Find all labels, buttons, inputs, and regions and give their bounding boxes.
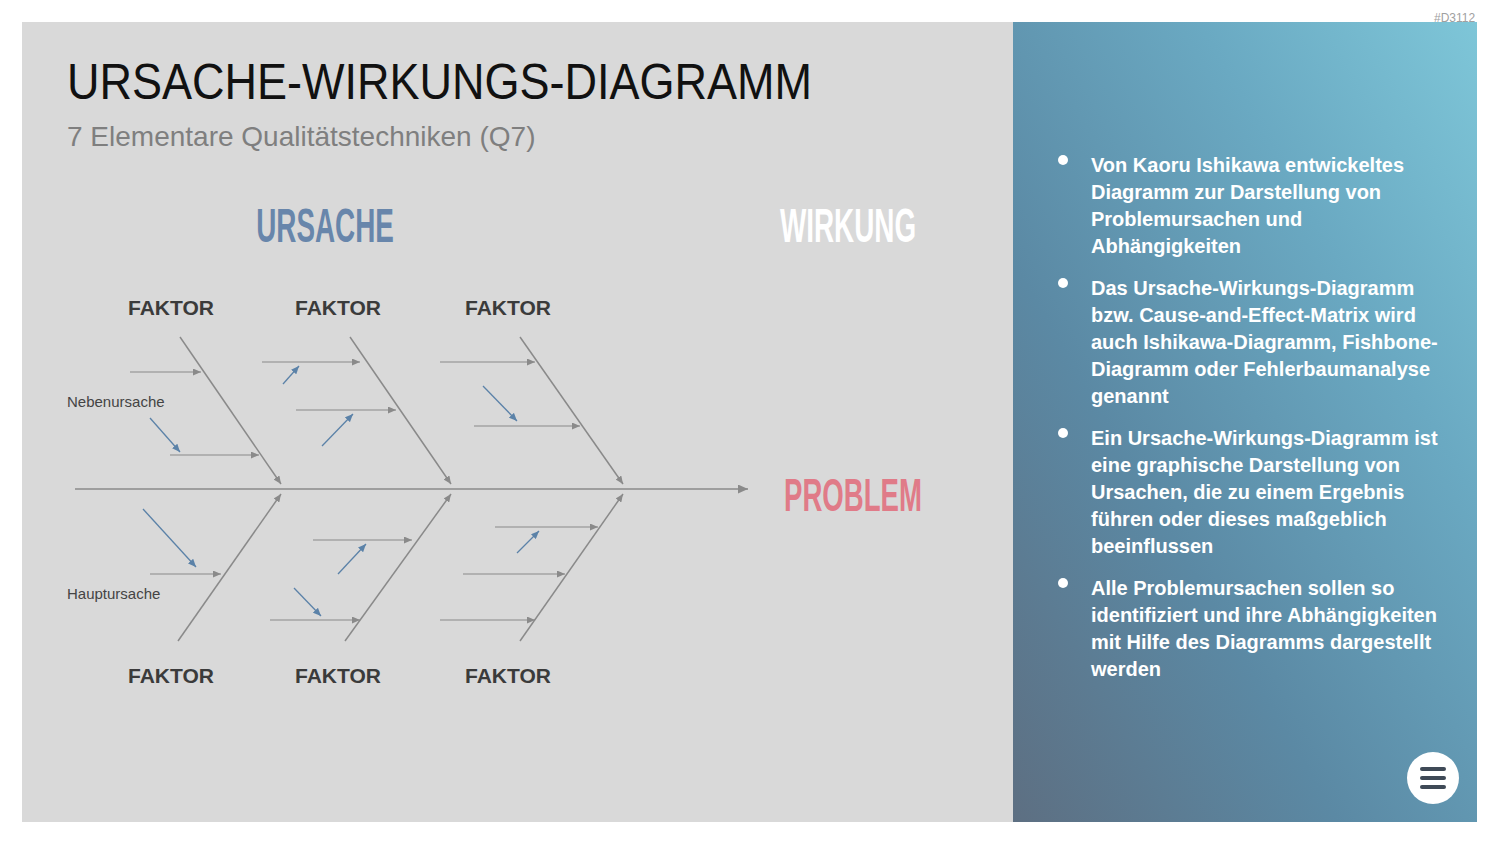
cause-arrow bbox=[313, 539, 412, 540]
sub-cause-arrow bbox=[322, 414, 353, 446]
sub-cause-arrow bbox=[483, 386, 517, 421]
bullet-dot bbox=[1058, 278, 1068, 288]
cause-arrow bbox=[170, 454, 259, 455]
menu-bar bbox=[1422, 776, 1444, 780]
factor-label: FAKTOR bbox=[465, 296, 551, 320]
info-panel: Von Kaoru Ishikawa entwickeltes Diagramm… bbox=[1013, 22, 1477, 822]
fish-spine bbox=[75, 488, 748, 490]
main-bone bbox=[345, 494, 451, 641]
sub-cause-label: Nebenursache bbox=[67, 393, 165, 410]
cause-arrow bbox=[296, 409, 396, 410]
bullet-list: Von Kaoru Ishikawa entwickeltes Diagramm… bbox=[1091, 152, 1453, 698]
menu-bar bbox=[1422, 785, 1444, 789]
cause-heading: URSACHE bbox=[256, 198, 394, 253]
bullet-text: Das Ursache-Wirkungs-Diagramm bzw. Cause… bbox=[1091, 277, 1438, 407]
cause-arrow bbox=[440, 619, 535, 620]
main-bone bbox=[520, 337, 623, 484]
bullet-dot bbox=[1058, 578, 1068, 588]
menu-bar bbox=[1422, 767, 1444, 771]
slide-title: URSACHE-WIRKUNGS-DIAGRAMM bbox=[67, 57, 812, 107]
cause-arrow bbox=[262, 361, 360, 362]
slide-subtitle: 7 Elementare Qualitätstechniken (Q7) bbox=[67, 121, 535, 153]
factor-label: FAKTOR bbox=[465, 664, 551, 688]
sub-cause-arrow bbox=[283, 366, 299, 384]
cause-arrow bbox=[270, 619, 360, 620]
factor-label: FAKTOR bbox=[128, 664, 214, 688]
bullet-item: Das Ursache-Wirkungs-Diagramm bzw. Cause… bbox=[1091, 275, 1453, 410]
cause-arrow bbox=[495, 526, 598, 527]
main-bone bbox=[520, 494, 623, 641]
menu-circle bbox=[1407, 752, 1459, 804]
bullet-text: Von Kaoru Ishikawa entwickeltes Diagramm… bbox=[1091, 154, 1404, 257]
cause-arrow bbox=[150, 573, 221, 574]
bullet-text: Ein Ursache-Wirkungs-Diagramm ist eine g… bbox=[1091, 427, 1438, 557]
main-bone bbox=[180, 337, 281, 484]
bullet-item: Alle Problemursachen sollen so identifiz… bbox=[1091, 575, 1453, 683]
bullet-item: Von Kaoru Ishikawa entwickeltes Diagramm… bbox=[1091, 152, 1453, 260]
sub-cause-arrow bbox=[150, 418, 180, 452]
bullet-text: Alle Problemursachen sollen so identifiz… bbox=[1091, 577, 1437, 680]
effect-heading: WIRKUNG bbox=[780, 198, 916, 253]
factor-label: FAKTOR bbox=[295, 664, 381, 688]
sub-cause-arrow bbox=[143, 509, 196, 567]
cause-arrow bbox=[130, 371, 201, 372]
bullet-item: Ein Ursache-Wirkungs-Diagramm ist eine g… bbox=[1091, 425, 1453, 560]
sub-cause-arrow bbox=[517, 531, 539, 553]
main-bone bbox=[178, 494, 281, 641]
problem-label: PROBLEM bbox=[784, 469, 922, 522]
sub-cause-arrow bbox=[294, 588, 321, 616]
cause-arrow bbox=[463, 573, 565, 574]
slide-background bbox=[22, 22, 1013, 822]
cause-arrow bbox=[474, 425, 580, 426]
factor-label: FAKTOR bbox=[295, 296, 381, 320]
factor-label: FAKTOR bbox=[128, 296, 214, 320]
cause-arrow bbox=[440, 361, 535, 362]
bullet-dot bbox=[1058, 155, 1068, 165]
bullet-dot bbox=[1058, 428, 1068, 438]
main-cause-label: Hauptursache bbox=[67, 585, 160, 602]
slide-id: #D3112 bbox=[1434, 12, 1475, 26]
menu-button bbox=[1400, 745, 1466, 811]
sub-cause-arrow bbox=[338, 544, 366, 574]
